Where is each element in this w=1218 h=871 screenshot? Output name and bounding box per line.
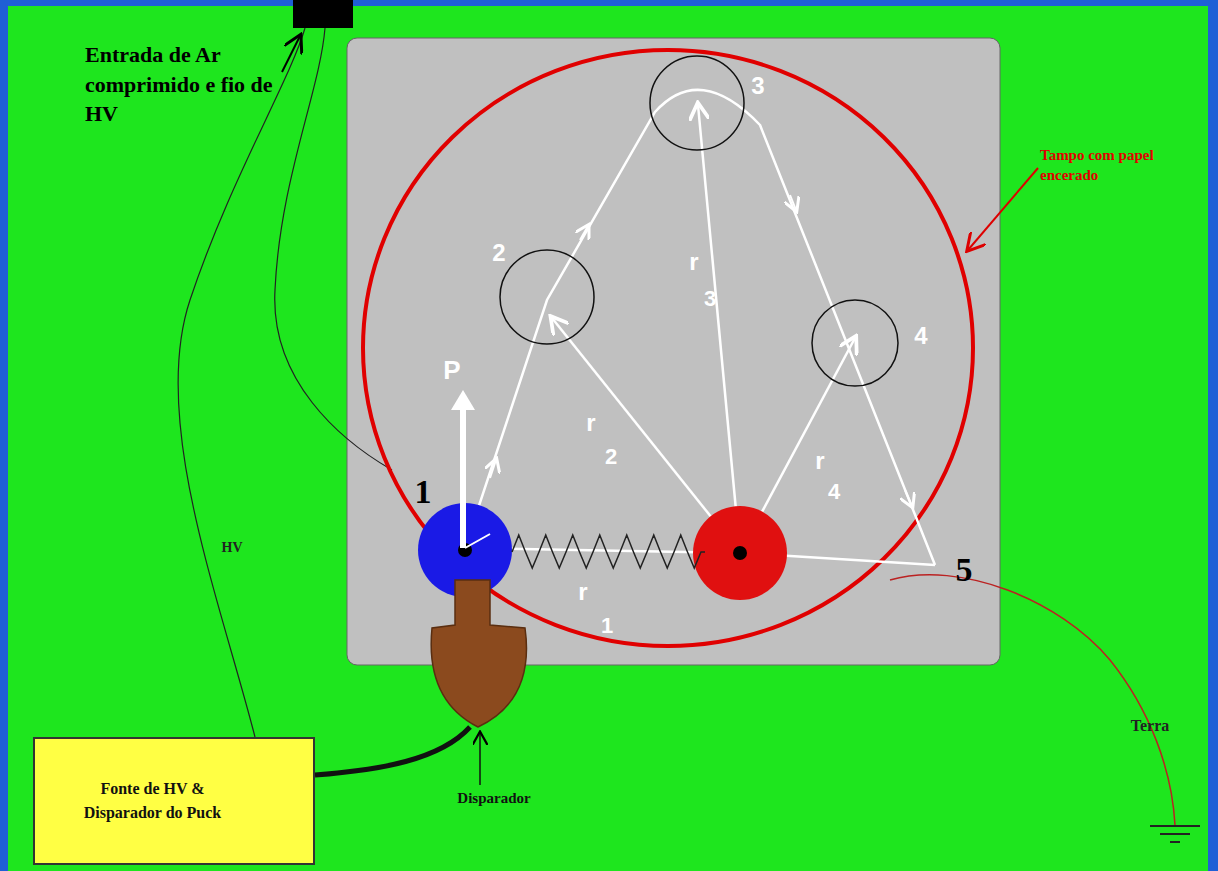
radius-lines <box>465 105 935 565</box>
spring <box>512 535 705 568</box>
part-label: Terra <box>1131 717 1170 735</box>
air-hose <box>275 28 392 470</box>
vector-label: P <box>443 355 460 386</box>
position-circles <box>500 56 898 386</box>
ground-wire <box>890 575 1175 825</box>
radius-label: r <box>815 447 824 475</box>
hv-wire <box>178 28 305 737</box>
radius-subscript: 3 <box>704 286 716 312</box>
radius-subscript: 1 <box>601 613 613 639</box>
radius-label: r <box>586 409 595 437</box>
radius-subscript: 2 <box>605 444 617 470</box>
callout-number: 5 <box>956 551 973 589</box>
connector-block <box>293 0 353 28</box>
direction-mark <box>790 195 796 210</box>
radius-label: r <box>578 578 587 606</box>
callout-number: 3 <box>751 72 764 100</box>
leader-arrow <box>968 168 1038 250</box>
table-panel <box>347 38 1000 665</box>
leader-arrow <box>479 733 481 785</box>
radius-label: r <box>689 248 698 276</box>
callout-number: 1 <box>415 473 432 511</box>
radius-subscript: 4 <box>828 479 840 505</box>
puck-center <box>733 546 747 560</box>
ground-symbol <box>1150 826 1200 842</box>
background <box>8 6 1208 871</box>
puck-launcher <box>431 580 526 727</box>
direction-mark <box>490 460 496 478</box>
table-top-outline <box>363 50 973 646</box>
direction-mark <box>905 490 912 506</box>
part-label: Disparador <box>457 790 530 807</box>
trajectory <box>465 90 935 565</box>
box-text: Fonte de HV & Disparador do Puck <box>65 777 240 825</box>
momentum-arrow <box>460 405 466 548</box>
direction-mark <box>580 226 588 240</box>
caption-note: Tampo com papel encerado <box>1040 145 1190 186</box>
radius-lines <box>465 534 490 548</box>
callout-number: 2 <box>492 239 505 267</box>
red-puck <box>693 506 787 600</box>
wire-label: HV <box>222 540 243 556</box>
leader-arrow <box>282 36 300 72</box>
momentum-arrow <box>451 390 475 410</box>
callout-number: 4 <box>914 322 927 350</box>
caption-note: Entrada de Ar comprimido e fio de HV <box>85 40 295 129</box>
power-supply-box: Fonte de HV & Disparador do Puck <box>33 737 315 865</box>
launcher-cable <box>315 727 470 775</box>
